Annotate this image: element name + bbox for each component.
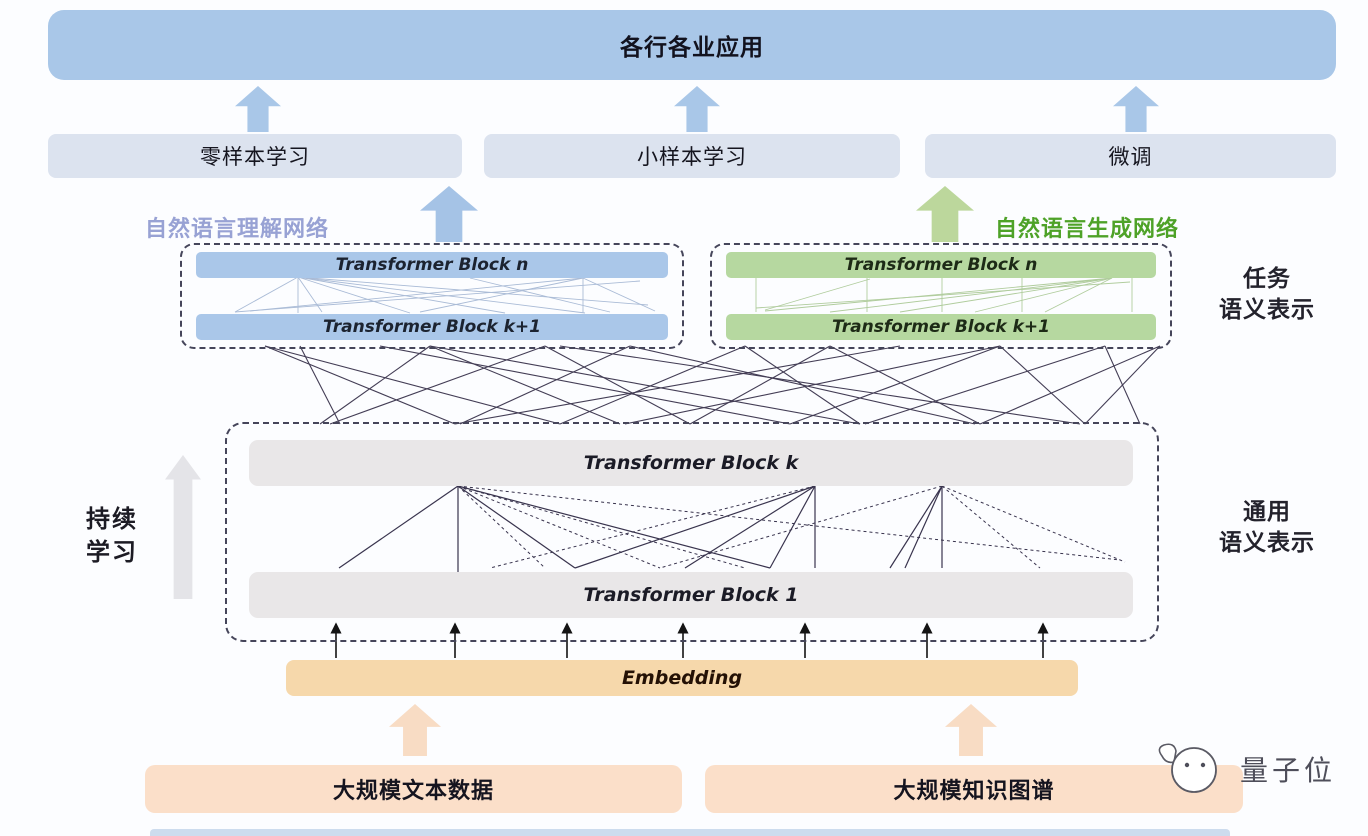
mode-bar-zero-shot: 零样本学习	[48, 134, 462, 178]
general-block-k-bar: Transformer Block k	[249, 440, 1133, 486]
qbitai-watermark: 量子位	[1148, 738, 1336, 800]
mode-bar-fine-tune: 微调	[925, 134, 1336, 178]
general-semantics-line2: 语义表示	[1219, 530, 1315, 556]
up-arrow-icon	[1113, 86, 1159, 132]
cross-connection-lines	[264, 345, 1161, 425]
continual-learning-arrow-icon	[165, 455, 201, 599]
nlg-up-arrow-icon	[916, 186, 974, 242]
task-semantics-line2: 语义表示	[1219, 297, 1315, 323]
source-up-arrow-icon	[389, 704, 441, 756]
general-transformer-box: Transformer Block k Transformer Block 1	[225, 422, 1159, 642]
continual-learning-label: 持续 学习	[60, 503, 164, 569]
nlu-transformer-box: Transformer Block n Transformer Block k+…	[180, 243, 684, 349]
nlg-network-label: 自然语言生成网络	[995, 217, 1180, 242]
source-bar-knowledge-graph: 大规模知识图谱	[705, 765, 1243, 813]
nlu-up-arrow-icon	[420, 186, 478, 242]
qbitai-watermark-text: 量子位	[1240, 754, 1337, 787]
continual-learning-line2: 学习	[86, 538, 138, 566]
up-arrow-icon	[235, 86, 281, 132]
nlg-block-n-bar: Transformer Block n	[726, 252, 1156, 278]
up-arrow-icon	[674, 86, 720, 132]
bottom-clipped-bar	[150, 829, 1230, 836]
task-semantics-line1: 任务	[1243, 266, 1291, 292]
task-semantics-label: 任务 语义表示	[1192, 264, 1342, 326]
general-semantics-line1: 通用	[1243, 499, 1291, 525]
qbitai-logo-icon	[1158, 743, 1217, 793]
nlg-block-k1-bar: Transformer Block k+1	[726, 314, 1156, 340]
general-block-1-bar: Transformer Block 1	[249, 572, 1133, 618]
continual-learning-line1: 持续	[86, 505, 138, 533]
embedding-bar: Embedding	[286, 660, 1078, 696]
mode-bar-few-shot: 小样本学习	[484, 134, 900, 178]
nlg-transformer-box: Transformer Block n Transformer Block k+…	[710, 243, 1172, 349]
nlu-network-label: 自然语言理解网络	[145, 217, 330, 242]
source-up-arrow-icon	[945, 704, 997, 756]
industry-applications-bar: 各行各业应用	[48, 10, 1336, 80]
general-semantics-label: 通用 语义表示	[1192, 497, 1342, 559]
nlu-block-k1-bar: Transformer Block k+1	[196, 314, 668, 340]
source-bar-text-data: 大规模文本数据	[145, 765, 682, 813]
nlu-block-n-bar: Transformer Block n	[196, 252, 668, 278]
